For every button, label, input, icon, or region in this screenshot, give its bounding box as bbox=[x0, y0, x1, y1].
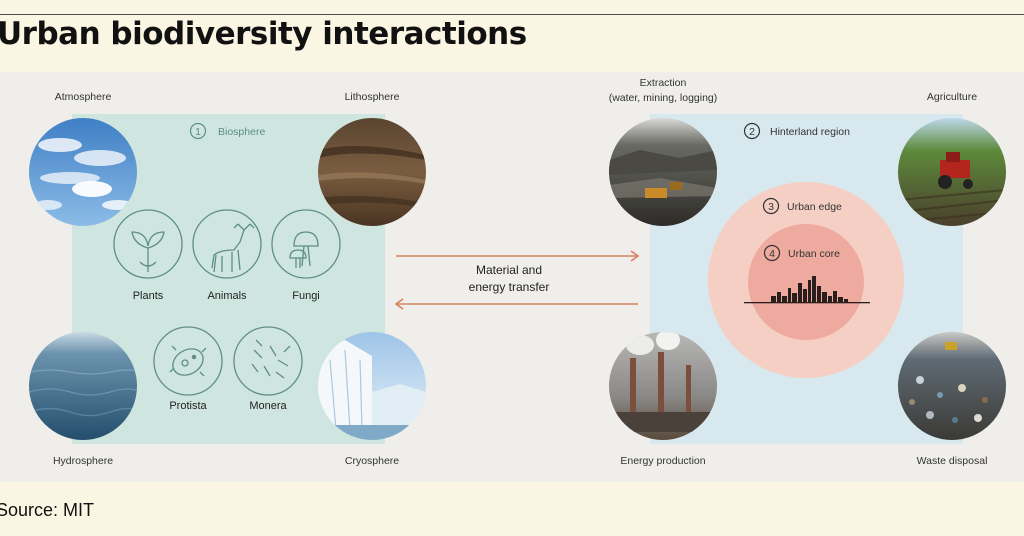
plants-label: Plants bbox=[133, 290, 164, 302]
atmosphere-label: Atmosphere bbox=[55, 91, 112, 103]
urban-core-number-icon: 4 bbox=[763, 244, 781, 262]
atmosphere-image bbox=[29, 118, 137, 226]
fungi-icon bbox=[271, 209, 341, 279]
lithosphere-label: Lithosphere bbox=[345, 91, 400, 103]
biosphere-number: 1 bbox=[195, 126, 201, 138]
transfer-arrows bbox=[394, 250, 640, 310]
transfer-label-line2: energy transfer bbox=[469, 280, 550, 294]
extraction-label-line2: (water, mining, logging) bbox=[609, 92, 718, 104]
protista-icon bbox=[153, 326, 223, 396]
cryosphere-label: Cryosphere bbox=[345, 455, 399, 467]
hydrosphere-image bbox=[29, 332, 137, 440]
hinterland-number: 2 bbox=[749, 126, 755, 138]
biosphere-label: Biosphere bbox=[218, 126, 265, 138]
agriculture-label: Agriculture bbox=[927, 91, 977, 103]
urban-core-circle bbox=[748, 224, 864, 340]
biosphere-number-icon: 1 bbox=[189, 122, 207, 140]
energy-production-label: Energy production bbox=[620, 455, 705, 467]
source-note: Source: MIT bbox=[0, 500, 95, 520]
animals-icon bbox=[192, 209, 262, 279]
animals-label: Animals bbox=[207, 290, 247, 302]
lithosphere-image bbox=[318, 118, 426, 226]
monera-label: Monera bbox=[249, 400, 287, 412]
energy-production-image bbox=[609, 332, 717, 440]
waste-disposal-label: Waste disposal bbox=[917, 455, 988, 467]
protista-label: Protista bbox=[169, 400, 207, 412]
cryosphere-image bbox=[318, 332, 426, 440]
monera-icon bbox=[233, 326, 303, 396]
hinterland-number-icon: 2 bbox=[743, 122, 761, 140]
extraction-image bbox=[609, 118, 717, 226]
extraction-label-line1: Extraction bbox=[640, 77, 687, 89]
fungi-label: Fungi bbox=[292, 290, 320, 302]
city-skyline-icon bbox=[744, 276, 870, 304]
waste-disposal-image bbox=[898, 332, 1006, 440]
urban-edge-label: Urban edge bbox=[787, 201, 842, 213]
transfer-label-line1: Material and bbox=[476, 263, 542, 277]
urban-core-number: 4 bbox=[769, 248, 775, 260]
page-title: Urban biodiversity interactions bbox=[0, 16, 527, 52]
urban-core-label: Urban core bbox=[788, 248, 840, 260]
agriculture-image bbox=[898, 118, 1006, 226]
plants-icon bbox=[113, 209, 183, 279]
hydrosphere-label: Hydrosphere bbox=[53, 455, 113, 467]
top-rule bbox=[0, 14, 1024, 15]
hinterland-label: Hinterland region bbox=[770, 126, 850, 138]
urban-edge-number-icon: 3 bbox=[762, 197, 780, 215]
urban-edge-number: 3 bbox=[768, 201, 774, 213]
